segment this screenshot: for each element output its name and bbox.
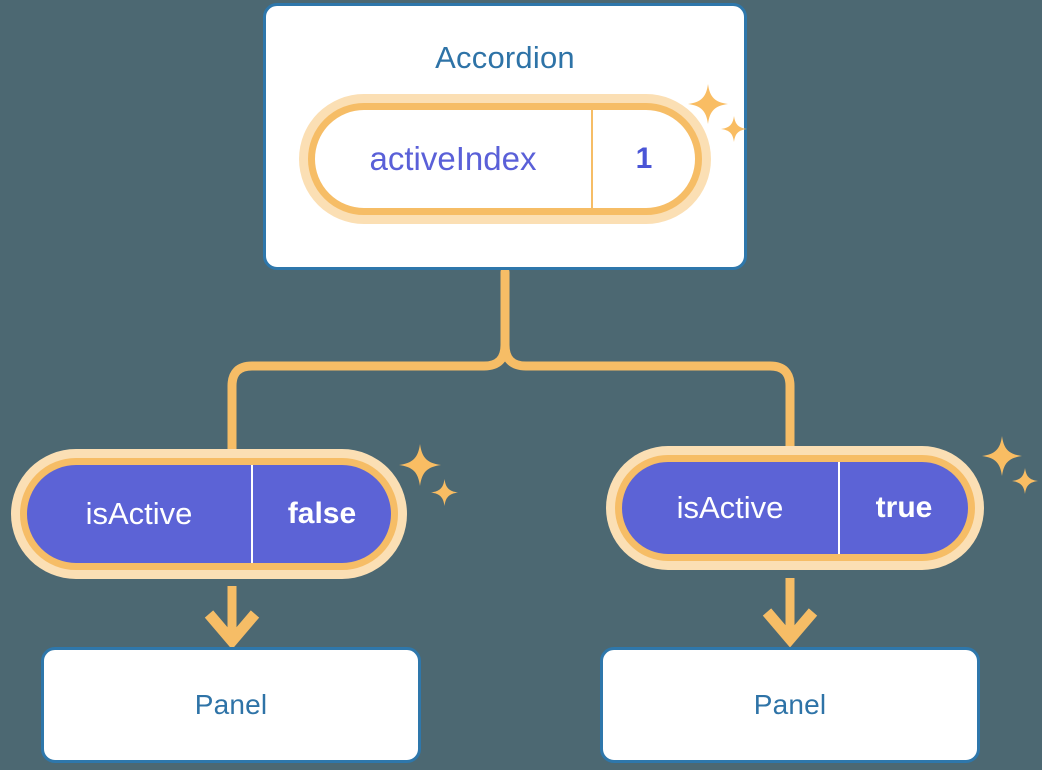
sparkle-icon bbox=[982, 436, 1022, 476]
isActive-false-pill[interactable]: isActive false bbox=[20, 458, 398, 570]
activeIndex-key-label: activeIndex bbox=[315, 110, 593, 208]
activeIndex-state-pill[interactable]: activeIndex 1 bbox=[308, 103, 702, 215]
connector-trunk-left-branch bbox=[227, 340, 510, 467]
arrow-down-icon-left bbox=[204, 586, 260, 650]
sparkle-group-is-active-false bbox=[399, 444, 463, 514]
sparkle-group-is-active-true bbox=[982, 436, 1042, 506]
sparkle-icon bbox=[1012, 468, 1038, 494]
arrow-down-icon-right bbox=[762, 578, 818, 648]
panel-left-card[interactable]: Panel bbox=[41, 647, 421, 763]
activeIndex-value-label: 1 bbox=[635, 142, 653, 175]
panel-left-title: Panel bbox=[194, 689, 268, 720]
sparkle-icon bbox=[399, 444, 441, 486]
isActive-false-key-label: isActive bbox=[27, 465, 253, 563]
connector-trunk-split bbox=[500, 267, 795, 463]
sparkle-icon bbox=[431, 479, 458, 506]
panel-right-card[interactable]: Panel bbox=[600, 647, 980, 763]
isActive-true-pill[interactable]: isActive true bbox=[615, 455, 975, 561]
isActive-true-key-label: isActive bbox=[622, 462, 840, 554]
isActive-true-value-label: true bbox=[875, 491, 933, 524]
panel-right-title: Panel bbox=[753, 689, 827, 720]
accordion-title: Accordion bbox=[435, 40, 575, 75]
isActive-false-value-label: false bbox=[287, 497, 357, 530]
